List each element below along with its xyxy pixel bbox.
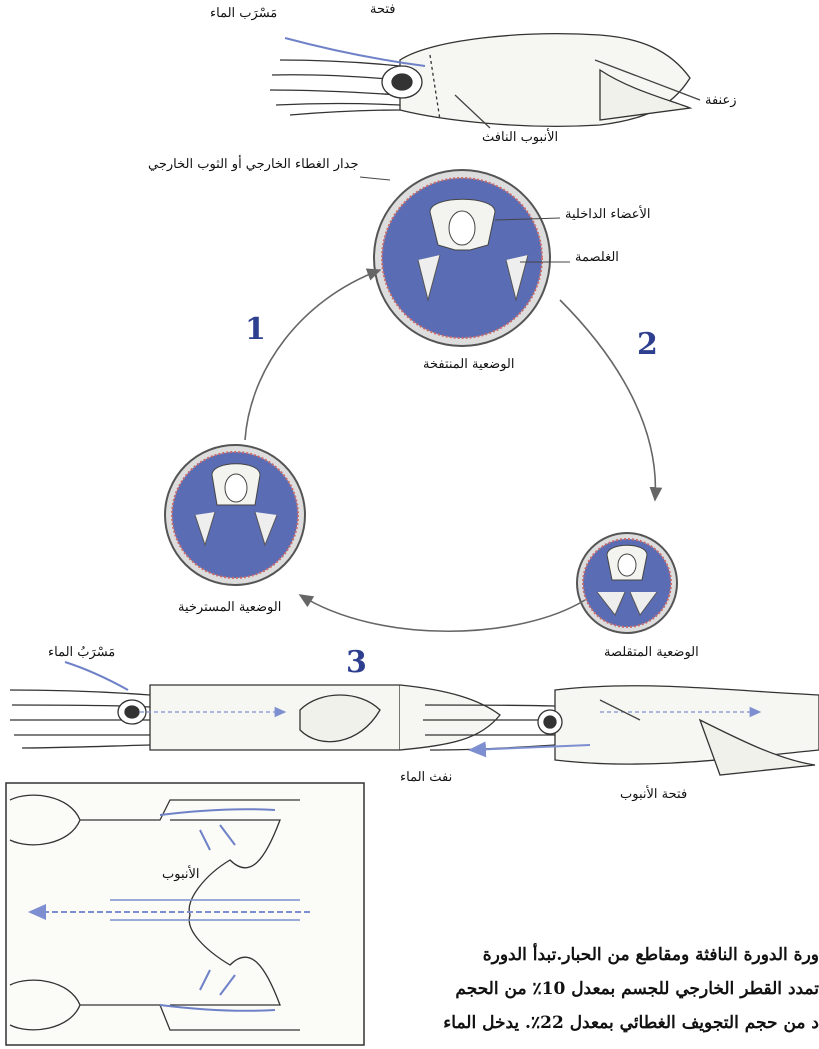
label-tube: الأنبوب [162,867,200,882]
caption-line: د من حجم التجويف الغطائي بمعدل 22٪. يدخل… [372,1006,819,1040]
cycle-arrow-1 [245,270,380,440]
cycle-arrow-3 [300,595,585,631]
section-relaxed [165,445,305,585]
label-jet-tube-top: الأنبوب النافث [482,130,558,145]
label-fin: زعنفة [705,93,737,108]
label-outer-wall: جدار الغطاء الخارجي أو الثوب الخارجي [148,157,358,172]
caption-paragraph: ورة الدورة النافثة ومقاطع من الحبار.تبدأ… [372,938,819,1040]
squid-top-drawing [270,34,700,128]
label-contracted-state: الوضعية المتقلصة [604,645,699,660]
caption-line: ورة الدورة النافثة ومقاطع من الحبار.تبدأ… [372,938,819,972]
label-opening: فتحة [370,2,396,17]
label-water-inlet-bottom: مَسْرَبُ الماء [48,645,115,660]
tube-section-box [6,783,364,1045]
label-relaxed-state: الوضعية المسترخية [178,600,281,615]
label-inflated-state: الوضعية المنتفخة [423,357,515,372]
label-water-inlet-top: مَسْرَب الماء [210,6,277,21]
step-number-1: 1 [245,312,266,347]
label-tube-opening: فتحة الأنبوب [620,787,687,802]
step-number-3: 3 [346,645,367,680]
label-gills: الغلصمة [575,250,619,265]
label-water-jet: نفث الماء [400,770,452,785]
section-contracted [577,533,677,633]
section-inflated [360,170,570,346]
step-number-2: 2 [637,327,658,362]
caption-line: تمدد القطر الخارجي للجسم بمعدل 10٪ من ال… [372,972,819,1006]
squid-bottom-left-drawing [10,662,500,750]
label-internal-organs: الأعضاء الداخلية [565,207,651,222]
